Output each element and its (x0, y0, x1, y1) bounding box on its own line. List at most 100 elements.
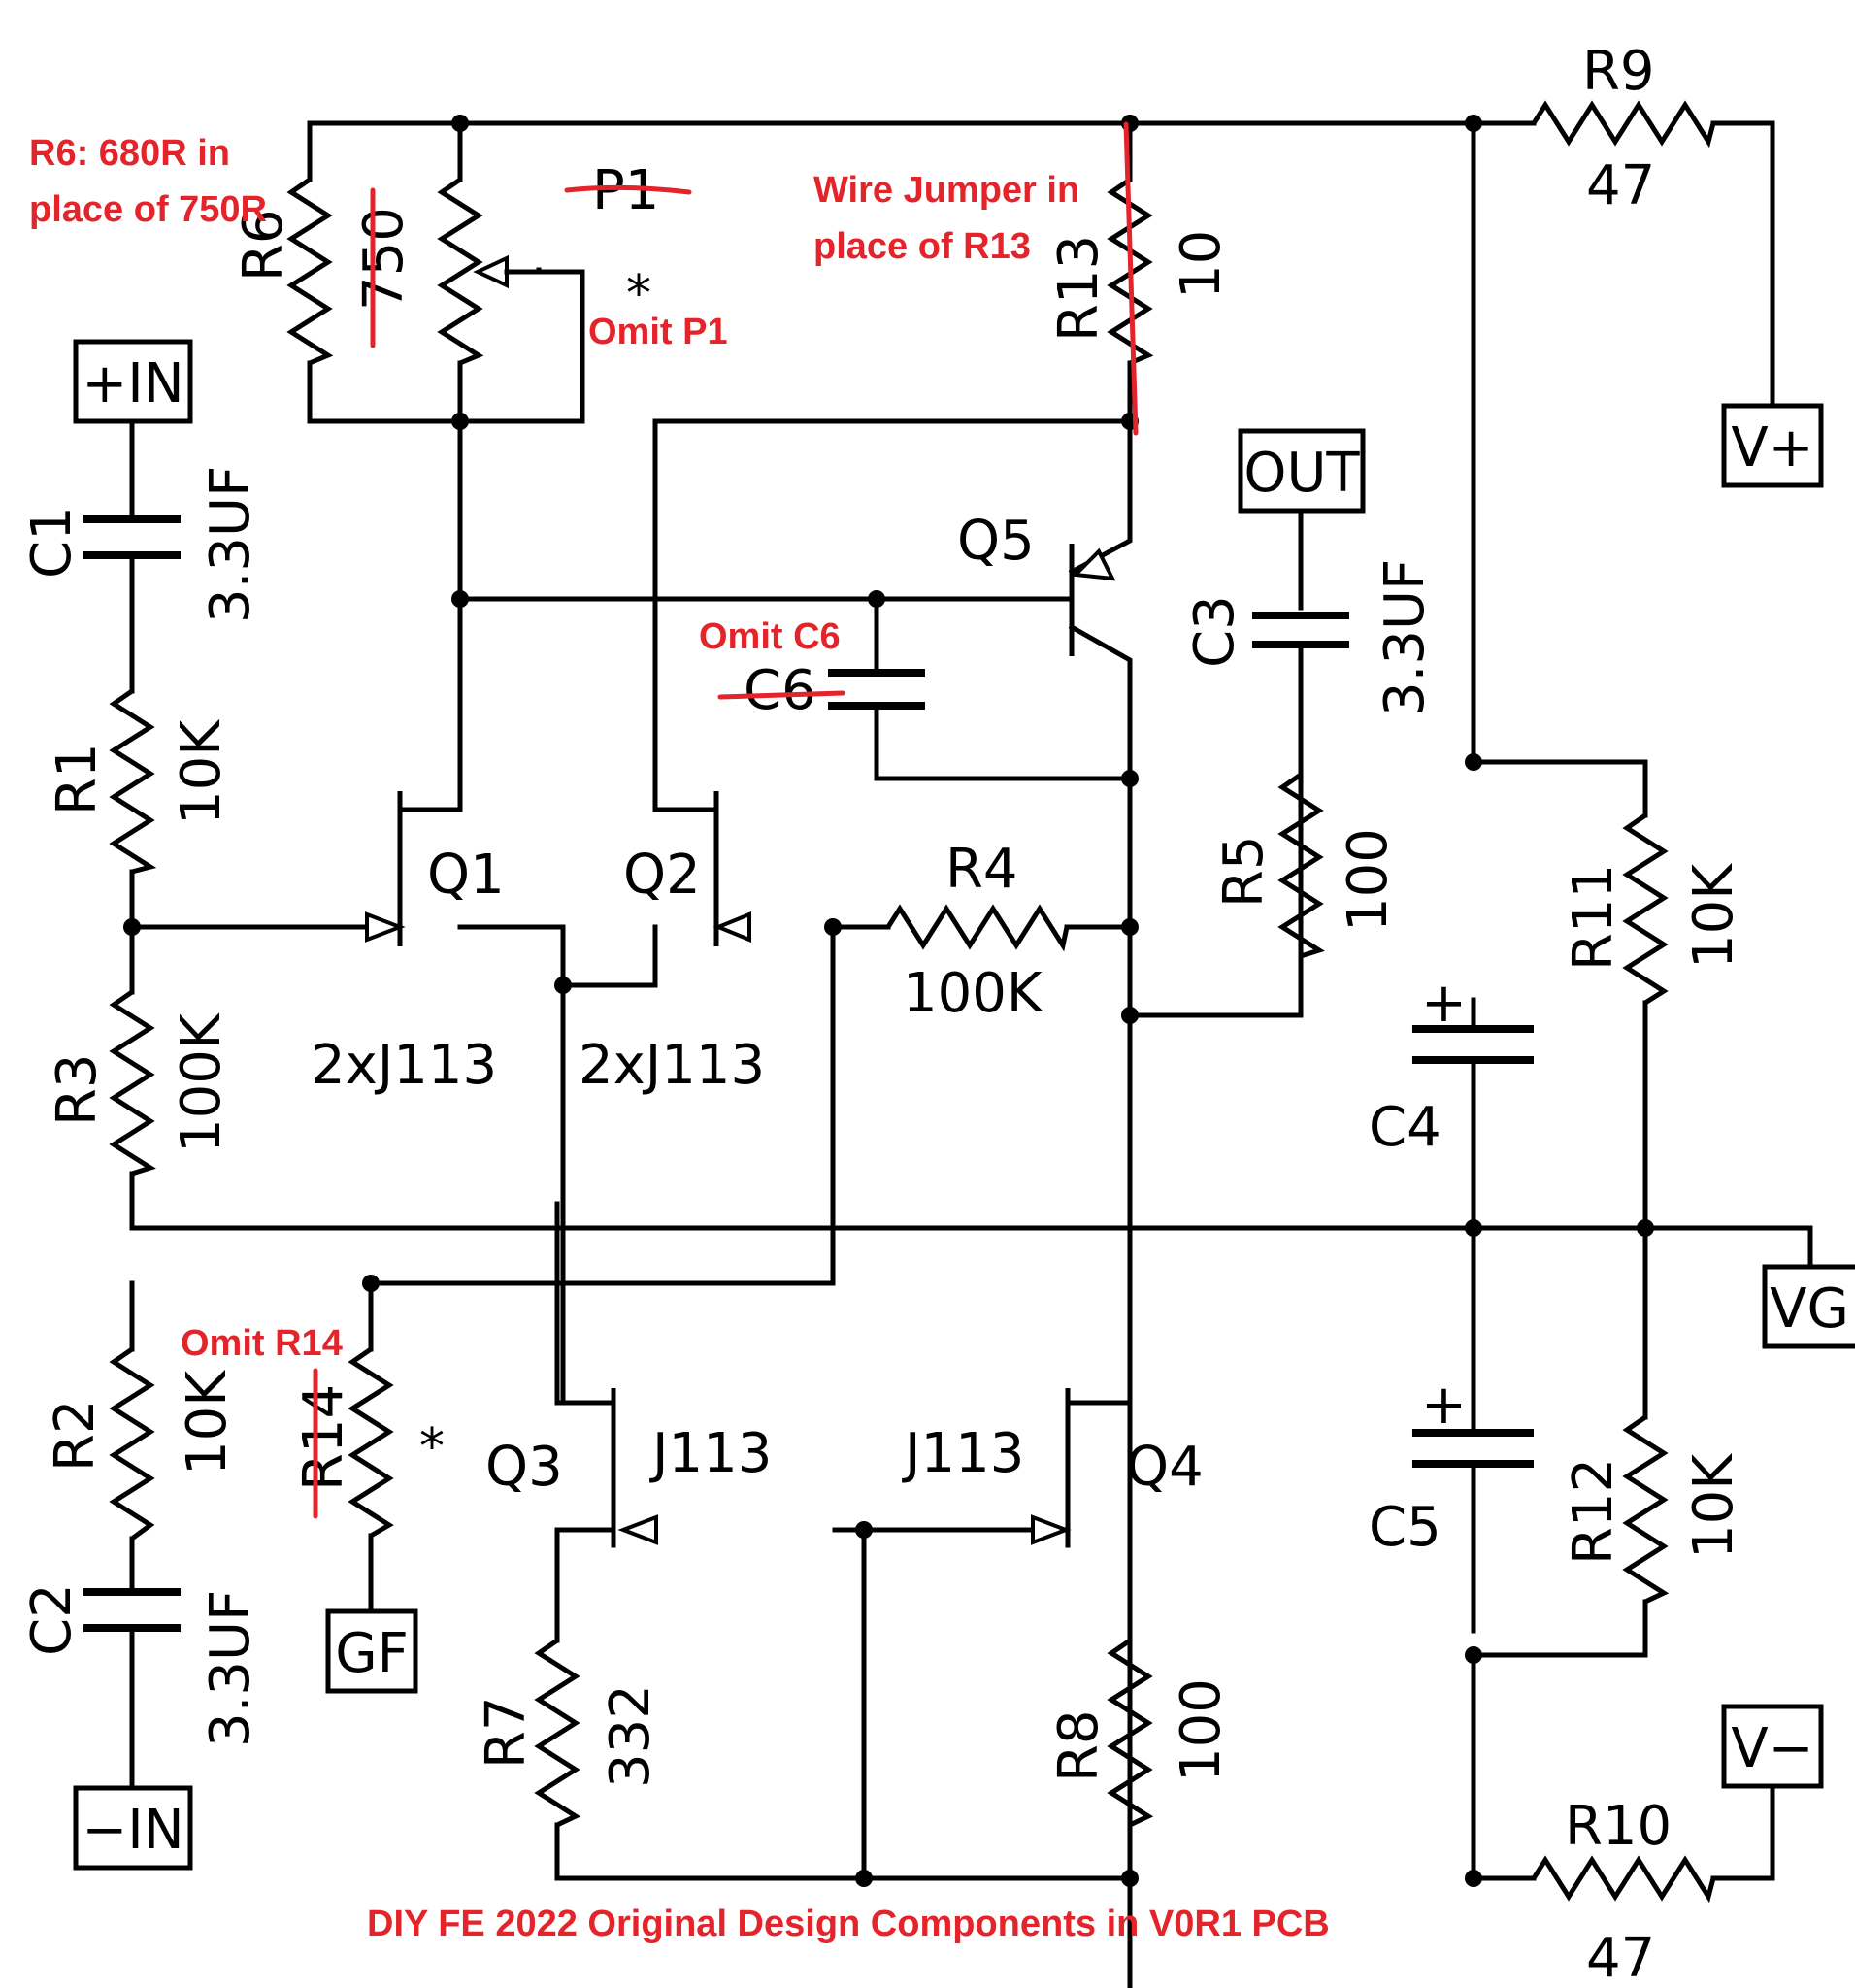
jfet-q4-gate-arrow (1031, 1514, 1072, 1545)
label-r8-value: 100 (1170, 1678, 1233, 1782)
label-c2-ref: C2 (20, 1583, 83, 1656)
resistor-r7 (534, 1638, 581, 1828)
label-q3-part: J113 (649, 1422, 772, 1485)
label-r3-ref: R3 (46, 1053, 109, 1126)
resistor-r6 (286, 177, 334, 366)
label-q1-part: 2xJ113 (311, 1034, 497, 1097)
junction-dot (1465, 1870, 1482, 1887)
label-q2-part: 2xJ113 (579, 1034, 765, 1097)
resistor-r14 (348, 1346, 394, 1539)
label-r6-value: 750 (352, 207, 415, 311)
port-v-minus-label: V− (1731, 1717, 1813, 1780)
port-vg-label: VG (1770, 1277, 1849, 1341)
label-r10-value: 47 (1586, 1927, 1655, 1988)
label-r3-value: 100K (170, 1012, 233, 1153)
junction-dot (1465, 1646, 1482, 1664)
label-r2-value: 10K (176, 1370, 239, 1475)
port-in-plus-label: +IN (82, 352, 183, 415)
port-vg-box (1762, 1264, 1855, 1349)
label-r7-value: 332 (599, 1684, 662, 1788)
label-c1-value: 3.3UF (199, 466, 262, 623)
label-r12-value: 10K (1682, 1453, 1745, 1559)
note-omit-p1: Omit P1 (588, 312, 728, 352)
note-r6-line1: R6: 680R in (29, 133, 230, 174)
port-v-plus-label: V+ (1731, 416, 1813, 480)
label-c2-value: 3.3UF (199, 1590, 262, 1747)
junction-dot (451, 590, 469, 608)
junction-dot (362, 1275, 380, 1292)
bjt-q5-emitter-arrow (1071, 547, 1116, 581)
note-omit-c6: Omit C6 (699, 616, 841, 657)
label-r10-ref: R10 (1565, 1795, 1672, 1858)
note-r6-line2: place of 750R (29, 189, 267, 230)
label-r8-ref: R8 (1047, 1709, 1110, 1782)
resistor-r8 (1107, 1638, 1154, 1828)
jfet-q2-gate-arrow (712, 911, 751, 943)
plus-c4: + (1421, 972, 1467, 1035)
junction-dot (1121, 1007, 1139, 1024)
junction-dot (1465, 753, 1482, 771)
strike-p1 (564, 184, 692, 195)
label-r12-ref: R12 (1562, 1458, 1625, 1565)
label-r1-value: 10K (170, 719, 233, 825)
junction-dot (1121, 918, 1139, 936)
label-q3-ref: Q3 (485, 1436, 563, 1499)
jfet-q3-gate-arrow (617, 1514, 658, 1545)
junction-dot (868, 590, 885, 608)
label-q4-part: J113 (902, 1422, 1024, 1485)
resistor-r9 (1531, 100, 1716, 149)
label-r6-ref: R6 (232, 209, 295, 282)
junction-dot (451, 413, 469, 430)
caption: DIY FE 2022 Original Design Components i… (367, 1904, 1330, 1944)
label-r11-value: 10K (1682, 863, 1745, 969)
junction-dot (451, 115, 469, 132)
annotations: R6: 680R in place of 750R Omit P1 Wire J… (29, 121, 1330, 1944)
label-c4-ref: C4 (1369, 1096, 1441, 1159)
port-in-plus-box (73, 339, 193, 424)
label-r14-ref: R14 (292, 1384, 355, 1491)
plus-c5: + (1421, 1374, 1467, 1437)
transistors (365, 544, 1116, 1545)
label-r2-ref: R2 (44, 1399, 107, 1472)
label-r13-ref: R13 (1047, 235, 1110, 342)
resistor-r4 (885, 904, 1070, 952)
resistor-r1 (109, 688, 157, 875)
label-q2-ref: Q2 (623, 844, 701, 907)
port-v-plus-box (1721, 403, 1824, 488)
resistor-r11 (1622, 812, 1669, 1006)
label-r9-ref: R9 (1582, 40, 1655, 103)
label-q4-ref: Q4 (1126, 1436, 1204, 1499)
junction-dot (554, 977, 572, 994)
label-q5-ref: Q5 (957, 510, 1035, 573)
port-gf-label: GF (335, 1622, 409, 1685)
jfet-q1-gate-arrow (365, 911, 406, 943)
label-c3-value: 3.3UF (1374, 559, 1437, 716)
junction-dot (824, 918, 842, 936)
junction-dots (123, 115, 1654, 1887)
label-c5-ref: C5 (1369, 1496, 1441, 1559)
note-omit-r14: Omit R14 (181, 1323, 343, 1364)
resistor-r2 (109, 1346, 155, 1541)
junction-dot (1121, 1870, 1139, 1887)
note-r13-line1: Wire Jumper in (813, 170, 1079, 211)
star-p1: * (626, 265, 651, 323)
note-r13-line2: place of R13 (813, 226, 1031, 267)
component-labels: R6 750 P1 * R13 10 R9 47 C1 3.3UF R1 10K… (20, 40, 1745, 1988)
junction-dot (1637, 1219, 1654, 1237)
port-v-minus-box (1721, 1704, 1824, 1789)
port-in-minus-box (73, 1785, 193, 1871)
junction-dot (123, 918, 141, 936)
label-r9-value: 47 (1586, 154, 1655, 217)
port-out-label: OUT (1243, 442, 1360, 505)
label-r11-ref: R11 (1562, 864, 1625, 971)
port-out-box (1238, 428, 1366, 514)
label-c1-ref: C1 (20, 506, 83, 579)
resistor-r10 (1531, 1855, 1716, 1904)
junction-dot (855, 1870, 873, 1887)
label-c6-ref: C6 (744, 659, 816, 722)
junction-dot (1465, 1219, 1482, 1237)
label-c3-ref: C3 (1183, 595, 1246, 668)
label-r5-value: 100 (1337, 828, 1400, 932)
port-in-minus-label: −IN (82, 1799, 183, 1862)
